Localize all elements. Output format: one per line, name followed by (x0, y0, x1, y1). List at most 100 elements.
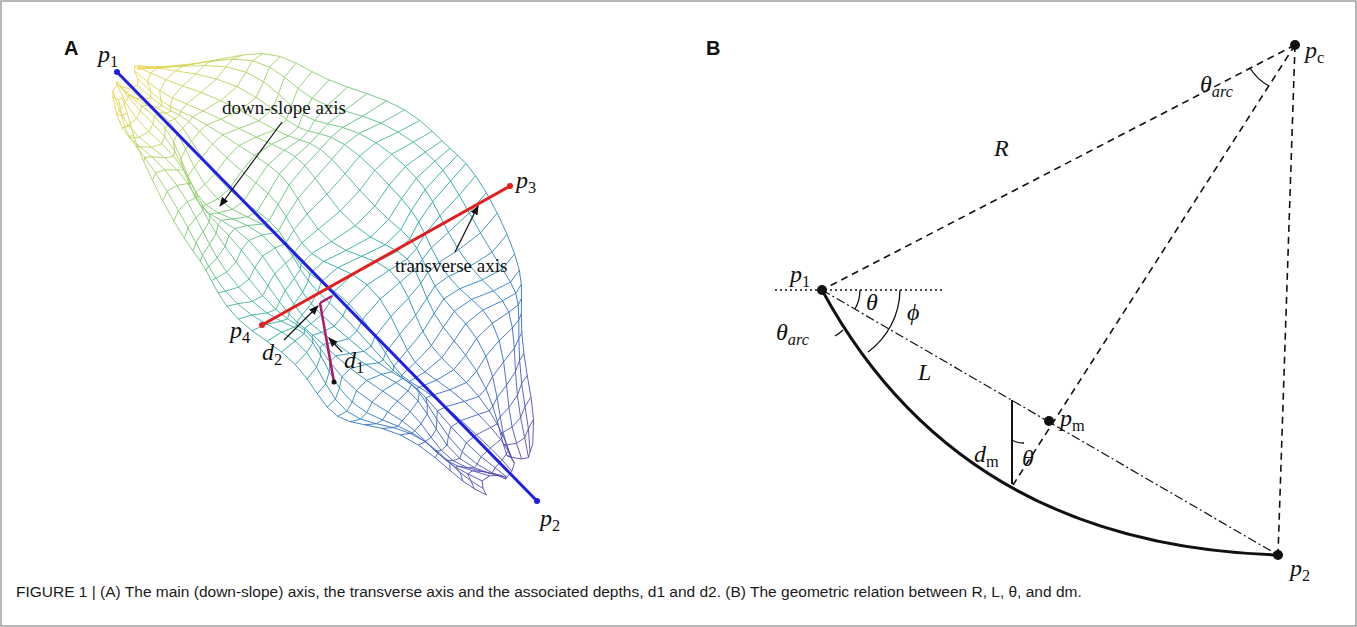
mesh-line (409, 298, 416, 315)
mesh-line (175, 119, 183, 128)
mesh-line (152, 157, 165, 170)
mesh-line (359, 134, 376, 143)
mesh-line (307, 379, 317, 394)
mesh-line (348, 87, 368, 94)
mesh-line (139, 66, 168, 68)
figure-caption: FIGURE 1 | (A) The main (down-slope) axi… (16, 582, 1336, 601)
mesh-line (166, 80, 183, 86)
mesh-line (427, 404, 437, 419)
mesh-line (521, 298, 522, 314)
mesh-line (426, 398, 438, 411)
mesh-line (161, 100, 171, 106)
mesh-line (516, 293, 518, 305)
mesh-line (497, 213, 507, 234)
axis-end (534, 498, 540, 504)
mesh-line (410, 381, 420, 387)
mesh-line (226, 67, 246, 72)
mesh-line (246, 72, 264, 82)
mesh-line (181, 111, 193, 117)
length-label: R (994, 136, 1009, 160)
mesh-line (528, 429, 530, 452)
mesh-line (134, 71, 147, 82)
mesh-line (278, 205, 286, 217)
mesh-line (520, 360, 522, 383)
mesh-line (122, 128, 130, 138)
mesh-line (345, 145, 360, 156)
axis-label: down-slope axis (222, 98, 346, 117)
mesh-line (512, 427, 516, 444)
mesh-line (279, 174, 289, 185)
mesh-line (475, 489, 487, 495)
mesh-line (137, 118, 149, 131)
angle-label: ϕ (907, 300, 919, 324)
mesh-line (511, 282, 516, 293)
mesh-line (259, 121, 275, 130)
mesh-line (138, 79, 151, 91)
mesh-line (196, 218, 203, 232)
mesh-line (464, 401, 478, 414)
mesh-line (344, 111, 362, 116)
mesh-line (165, 137, 175, 151)
mesh-line (483, 310, 493, 323)
mesh-line (383, 420, 399, 426)
mesh-line (507, 445, 512, 457)
mesh-line (327, 234, 507, 407)
point-label: p3 (516, 168, 536, 196)
mesh-line (196, 74, 217, 79)
mesh-line (275, 248, 286, 263)
mesh-line (472, 299, 483, 310)
mesh-line (296, 63, 312, 72)
mesh-line (416, 178, 425, 189)
mesh-line (434, 313, 443, 327)
mesh-line (180, 115, 189, 121)
mesh-line (307, 214, 318, 229)
mesh-line (241, 250, 255, 268)
depth-label: d2 (262, 340, 282, 368)
mesh-line (371, 237, 386, 245)
mesh-line (420, 121, 433, 132)
mesh-line (431, 346, 441, 358)
mesh-line (389, 219, 401, 229)
down-slope-axis (117, 72, 537, 501)
mesh-line (517, 395, 520, 417)
mesh-line (248, 226, 263, 235)
mesh-line (365, 425, 382, 429)
mesh-line (383, 391, 398, 401)
mesh-line (310, 143, 320, 149)
mesh-line (149, 132, 162, 144)
mesh-line (357, 331, 371, 346)
mesh-line (425, 152, 435, 161)
mesh-line (150, 91, 160, 100)
mesh-line (402, 375, 410, 381)
mesh-line (188, 228, 196, 243)
mesh-line (178, 211, 188, 228)
point-label: pm (1060, 406, 1085, 434)
mesh-line (187, 104, 203, 111)
mesh-line (361, 419, 377, 424)
mesh-line (509, 312, 513, 328)
mesh-line (503, 301, 509, 313)
mesh-line (387, 101, 405, 110)
mesh-line (360, 156, 375, 170)
mesh-line (263, 296, 276, 310)
mesh-line (140, 147, 152, 157)
mesh-line (312, 337, 320, 348)
mesh-line (152, 180, 162, 201)
mesh-line (398, 132, 413, 142)
mesh-line (152, 57, 280, 181)
mesh-line (201, 206, 210, 214)
mesh-line (454, 341, 466, 355)
mesh-line (267, 155, 458, 341)
mesh-line (481, 457, 495, 468)
mesh-line (157, 68, 176, 71)
mesh-line (218, 293, 227, 306)
terrain-mesh (113, 54, 534, 496)
mesh-line (497, 398, 500, 417)
arc-curve (822, 290, 1278, 555)
mesh-line (304, 334, 313, 343)
mesh-line (202, 255, 208, 266)
mesh-point (332, 380, 337, 385)
mesh-line (481, 233, 493, 252)
mesh-line (324, 261, 338, 267)
mesh-line (237, 87, 256, 98)
